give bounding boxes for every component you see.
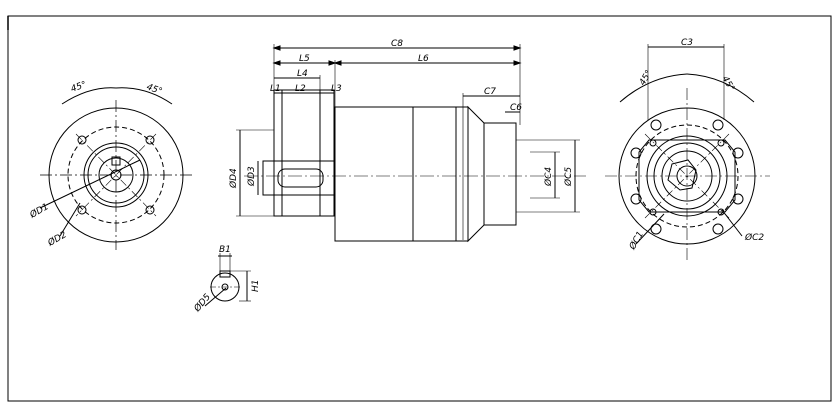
c2-label: ØC2 [744, 232, 764, 243]
c8-label: C8 [391, 39, 403, 49]
h1-label: H1 [251, 280, 261, 293]
l3-label: L3 [331, 84, 342, 94]
right-end-view [605, 44, 770, 262]
d5-label: ØD5 [191, 292, 213, 315]
l6-label: L6 [418, 54, 429, 64]
angle-label-left-b: 45° [145, 82, 163, 97]
drawing-frame [7, 15, 832, 402]
c6-label: C6 [510, 103, 522, 113]
left-end-view [39, 87, 192, 250]
c3-label: C3 [681, 38, 693, 48]
c5-label: ØC5 [563, 167, 574, 187]
l4-label: L4 [297, 69, 308, 79]
b1-label: B1 [219, 245, 231, 255]
c4-label: ØC4 [543, 167, 554, 187]
angle-label-right-b: 45° [719, 75, 736, 94]
angle-label-right-a: 45° [638, 69, 655, 88]
l1-label: L1 [270, 84, 281, 94]
c1-label: ØC1 [627, 229, 647, 252]
l2-label: L2 [295, 84, 306, 94]
d4-label: ØD4 [228, 168, 239, 189]
d3-label: ØD3 [246, 166, 257, 187]
l5-label: L5 [299, 54, 310, 64]
side-view [236, 44, 586, 243]
shaft-section-view [204, 253, 251, 307]
c7-label: C7 [484, 87, 496, 97]
d2-label: ØD2 [45, 229, 69, 249]
